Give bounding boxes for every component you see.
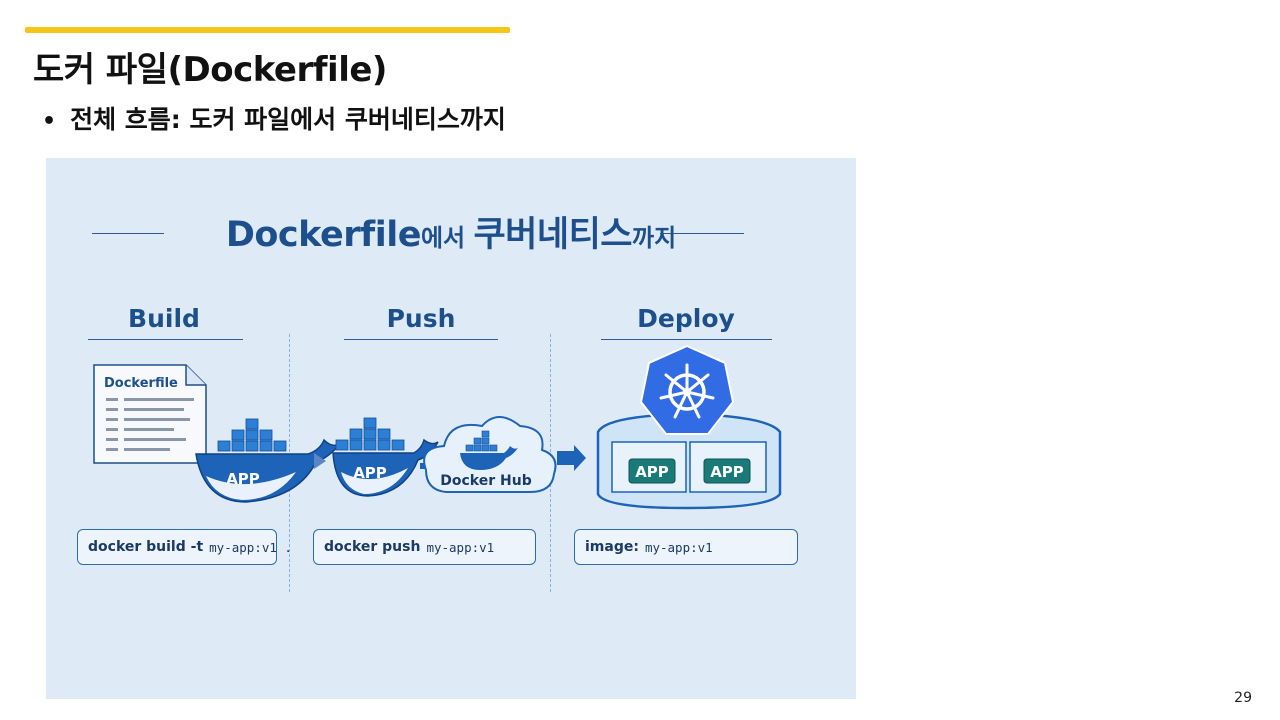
app-label-push: APP bbox=[353, 464, 387, 482]
arrow-1-icon bbox=[314, 453, 326, 469]
command-box-deploy: image: my-app:v1 bbox=[574, 529, 798, 565]
app-label-deploy-1: APP bbox=[635, 463, 669, 481]
title-rule-left bbox=[92, 233, 164, 234]
docker-hub-cloud-icon: Docker Hub bbox=[423, 416, 557, 493]
step-rule-build bbox=[88, 339, 243, 340]
illustration-title: Dockerfile에서 쿠버네티스까지 bbox=[46, 206, 856, 257]
command-box-build: docker build -t my-app:v1 . bbox=[77, 529, 292, 565]
cmd-keyword-build: docker build -t bbox=[88, 539, 204, 555]
app-label-deploy-2: APP bbox=[710, 463, 744, 481]
title-accent-bar bbox=[25, 27, 510, 33]
docker-whale-icon-push: APP bbox=[332, 417, 439, 497]
cmd-arg-push: my-app:v1 bbox=[426, 539, 495, 555]
step-label-push: Push bbox=[386, 304, 456, 333]
arrow-3-icon bbox=[557, 445, 586, 471]
illustration-title-part2: 에서 bbox=[420, 224, 474, 252]
step-label-deploy: Deploy bbox=[637, 304, 735, 333]
step-rule-deploy bbox=[601, 339, 772, 340]
pipeline-illustration: Dockerfile에서 쿠버네티스까지 Build Push Deploy D… bbox=[46, 158, 856, 699]
title-rule-right bbox=[660, 233, 744, 234]
docker-hub-label: Docker Hub bbox=[440, 473, 531, 489]
app-label-build: APP bbox=[226, 470, 260, 488]
pipeline-artwork: Dockerfile APP bbox=[93, 344, 782, 510]
bullet-text: 전체 흐름: 도커 파일에서 쿠버네티스까지 bbox=[70, 105, 506, 134]
kubernetes-logo-icon bbox=[639, 344, 735, 435]
cmd-keyword-deploy: image: bbox=[585, 539, 639, 555]
cmd-keyword-push: docker push bbox=[324, 539, 421, 555]
docker-whale-icon-build: APP bbox=[195, 418, 341, 503]
slide-title: 도커 파일(Dockerfile) bbox=[33, 50, 387, 90]
dockerfile-document-icon: Dockerfile bbox=[93, 364, 207, 464]
bullet-dot: • bbox=[42, 109, 57, 134]
cmd-arg-deploy: my-app:v1 bbox=[644, 539, 713, 555]
bullet-item: • 전체 흐름: 도커 파일에서 쿠버네티스까지 bbox=[42, 100, 506, 136]
illustration-title-part1: Dockerfile bbox=[225, 215, 422, 255]
dockerfile-doc-label: Dockerfile bbox=[104, 376, 178, 391]
step-rule-push bbox=[344, 339, 498, 340]
cmd-arg-build: my-app:v1 . bbox=[209, 539, 292, 555]
illustration-title-part4: 까지 bbox=[632, 224, 677, 252]
command-box-push: docker push my-app:v1 bbox=[313, 529, 536, 565]
illustration-title-part3: 쿠버네티스 bbox=[473, 215, 632, 255]
step-label-build: Build bbox=[128, 304, 200, 333]
page-number: 29 bbox=[1234, 690, 1252, 706]
kubernetes-cluster-icon: APP APP bbox=[596, 412, 782, 510]
